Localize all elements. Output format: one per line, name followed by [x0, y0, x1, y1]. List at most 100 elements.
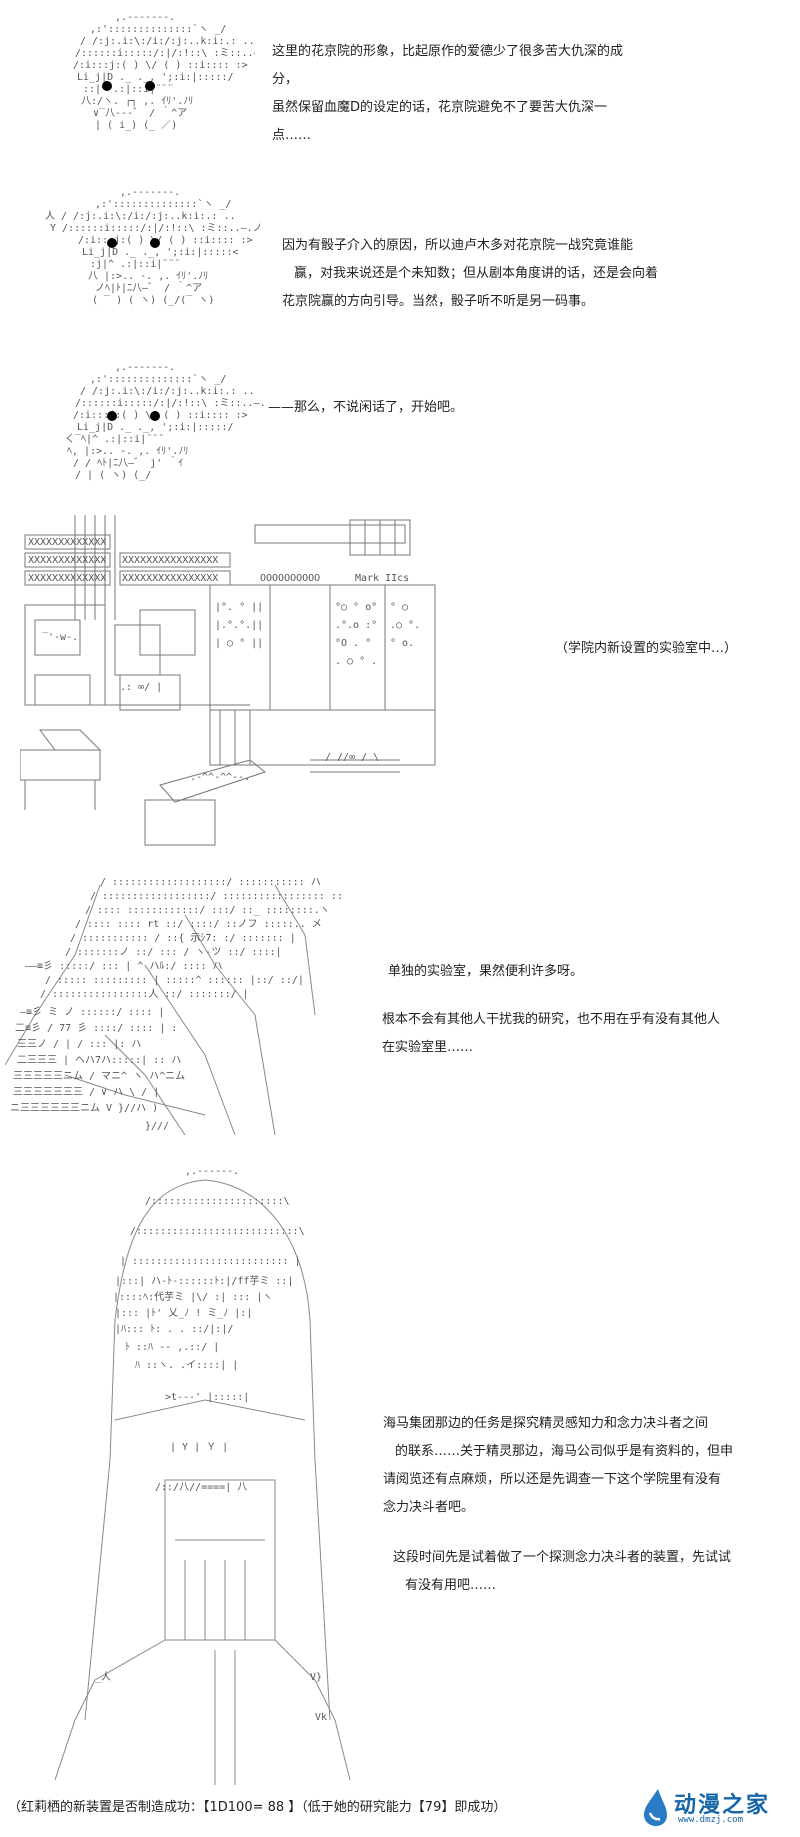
panel-1: ,.-‐‐‐‐‐-. ,:'::::::::::::::`ヽ _/ / /:j:… — [0, 0, 800, 180]
svg-text:/ /:j:.i:\:/i:/:j:..k:i:.: ..: / /:j:.i:\:/i:/:j:..k:i:.: .. — [80, 386, 255, 397]
narration-text: （学院内新设置的实验室中…） — [555, 635, 775, 663]
svg-text:Li_j|D ._ ._, ';:i:|:::::/: Li_j|D ._ ._, ';:i:|:::::/ — [77, 72, 234, 83]
svg-text:/ :::::::ノ ::/ ::: / ヽ‐ツ ::: / :::::::ノ ::/ ::: / ヽ‐ツ ::/ ::::| — [65, 947, 282, 958]
svg-text:XXXXXXXXXXXXXXXX: XXXXXXXXXXXXXXXX — [122, 555, 218, 566]
svg-text:/:i:::j:( ) \/ ( ) ::i:::: /:i:::j:( ) \/ ( ) ::i:::: :> — [73, 410, 248, 421]
svg-text:Y /::::::i:::::/:|/:!::\ :ミ: Y /::::::i:::::/:|/:!::\ :ミ::..―.ノ — [50, 223, 260, 234]
laboratory-ascii-art: XXXXXXXXXXXXX XXXXXXXXXXXXX XXXXXXXXXXXX… — [20, 515, 436, 846]
svg-text:ニ三三三三三三ニム V }//ハ ): ニ三三三三三三ニム V }//ハ ) — [10, 1102, 158, 1114]
water-drop-icon — [644, 1789, 667, 1826]
svg-text:| :::::::::::::::::::::::::: |: | :::::::::::::::::::::::::: | — [120, 1256, 301, 1267]
watermark-url: www.dmzj.com — [678, 1815, 744, 1825]
narration-line: 虽然保留血魔D的设定的话，花京院避免不了要苦大仇深一点…… — [272, 100, 608, 143]
svg-text:/ //∞ / \: / //∞ / \ — [325, 752, 379, 763]
svg-text:/::/八//====| 八: /::/八//====| 八 — [155, 1482, 247, 1493]
svg-text:ﾍ, |:>.. ‐. ,. ｲﾘ'.ﾉﾘ: ﾍ, |:>.. ‐. ,. ｲﾘ'.ﾉﾘ — [67, 446, 188, 457]
svg-text:ﾊ ::ヽ. .イ::::| |: ﾊ ::ヽ. .イ::::| | — [135, 1360, 238, 1371]
character-ascii-art-6: ,.-‐‐‐‐-. /::::::::::::::::::::::\ /::::… — [55, 1166, 351, 1785]
panel-5: / :::::::::::::::::::/ ::::::::::: ハ / :… — [0, 860, 800, 1160]
svg-text:/:i:::j:( ) \/ ( ) ::i:::: /:i:::j:( ) \/ ( ) ::i:::: :> — [73, 60, 248, 71]
panel-6: ,.-‐‐‐‐-. /::::::::::::::::::::::\ /::::… — [0, 1160, 800, 1795]
dice-roll-caption: （红莉栖的新装置是否制造成功：【1D100= 88 】（低于她的研究能力【79】… — [8, 1800, 507, 1815]
svg-text:/ :::: :::: rt ::/ ::::/ ::ノフ: / :::: :::: rt ::/ ::::/ ::ノフ :::::.. メ — [75, 919, 322, 930]
svg-text:,.-‐‐‐‐‐-.: ,.-‐‐‐‐‐-. — [115, 362, 175, 373]
svg-text:.○ °.: .○ °. — [390, 620, 420, 631]
narration-line: 花京院赢的方向引导。当然，骰子听不听是另一码事。 — [282, 294, 595, 309]
panel-4-laboratory: XXXXXXXXXXXXX XXXXXXXXXXXXX XXXXXXXXXXXX… — [0, 505, 800, 860]
svg-text:/ /:j:.i:\:/i:/:j:..k:i:.: ..: / /:j:.i:\:/i:/:j:..k:i:.: .. — [80, 36, 255, 47]
svg-text:――≡彡 :::::/ ::: | ^ ハﾙ:/: ――≡彡 :::::/ ::: | ^ ハﾙ:/ :::: ハ — [25, 961, 223, 972]
svg-text:人 / /:j:.i:\:/i:/:j:..k:i:.: 人 / /:j:.i:\:/i:/:j:..k:i:.: .. — [45, 210, 236, 222]
svg-text:三三三三三三三 / ∨ ハ \ / |: 三三三三三三三 / ∨ ハ \ / | — [13, 1087, 159, 1098]
svg-text:二三三三 | ヘハ7ハ:::::| :: ハ: 二三三三 | ヘハ7ハ:::::| :: ハ — [17, 1055, 181, 1066]
svg-text::j|^ .:|::i|¨¨¨: :j|^ .:|::i|¨¨¨ — [90, 259, 180, 270]
svg-text:/ ::::::::::::::::人 ::/ ::: / ::::::::::::::::人 ::/ :::::::/ | — [40, 988, 249, 1000]
svg-text:/ / ﾍﾄ|ﾆ八―゛ j' ｀ｲ: / / ﾍﾄ|ﾆ八―゛ j' ｀ｲ — [73, 455, 183, 469]
svg-text:/:i:::j:( ) \/ ( ) ::i:::: /:i:::j:( ) \/ ( ) ::i:::: :> — [78, 235, 253, 246]
svg-text:( ‾ ) ( ヽ) (_/(‾ ヽ): ( ‾ ) ( ヽ) (_/(‾ ヽ) — [92, 295, 214, 306]
narration-text: ——那么，不说闲话了，开始吧。 — [268, 394, 568, 422]
narration-line: ——那么，不说闲话了，开始吧。 — [268, 400, 464, 415]
svg-text:XXXXXXXXXXXXX: XXXXXXXXXXXXX — [28, 555, 106, 566]
narration-text: 单独的实验室，果然便利许多呀。 根本不会有其他人干扰我的研究，也不用在乎有没有其… — [382, 958, 788, 1062]
narration-line: 单独的实验室，果然便利许多呀。 — [388, 964, 584, 979]
svg-text:―≡彡 ミ ノ ::::::/ ::::: ―≡彡 ミ ノ ::::::/ :::: | — [20, 1007, 164, 1018]
svg-text:,.-‐‐‐‐‐-.: ,.-‐‐‐‐‐-. — [120, 187, 180, 198]
watermark-name: 动漫之家 — [674, 1793, 771, 1818]
svg-text:::|^ .:|::i|¨¨¨: ::|^ .:|::i|¨¨¨ — [83, 84, 173, 95]
narration-line: 因为有骰子介入的原因，所以迪卢木多对花京院一战究竟谁能 — [282, 238, 634, 253]
svg-text:,.-‐‐‐‐-.: ,.-‐‐‐‐-. — [185, 1166, 239, 1177]
svg-text:Li_j|D ._ ._, ';:i:|:::::/: Li_j|D ._ ._, ';:i:|:::::/ — [77, 422, 234, 433]
svg-text:/ ::::::::::::::::::/ ::::::::: / ::::::::::::::::::/ ::::::::::::::::: … — [90, 891, 345, 902]
svg-text:‾'‐w‐.: ‾'‐w‐. — [42, 632, 78, 643]
svg-text:/ :::::::::::::::::::/ :::::::: / :::::::::::::::::::/ ::::::::::: ハ — [100, 877, 321, 888]
svg-text:XXXXXXXXXXXXXXXX: XXXXXXXXXXXXXXXX — [122, 573, 218, 584]
narration-line: 这段时间先是试着做了一个探测念力决斗者的装置，先试试 — [393, 1550, 732, 1565]
svg-text:_人: _人 — [95, 1671, 111, 1683]
svg-text:,.-‐‐‐‐‐-.: ,.-‐‐‐‐‐-. — [115, 12, 175, 23]
narration-line: 请阅览还有点麻烦，所以还是先调查一下这个学院里有没有 — [383, 1472, 722, 1487]
svg-text:}///: }/// — [145, 1121, 169, 1132]
narration-line: 根本不会有其他人干扰我的研究，也不用在乎有没有其他人 — [382, 1012, 721, 1027]
svg-text:/ ::::::::::: / ::{ 示ｼ7: :/ ::: / ::::::::::: / ::{ 示ｼ7: :/ ::::::: | — [70, 933, 296, 944]
svg-text:ノﾍ|ﾄ|ﾆ八―゛ / ｀^ア: ノﾍ|ﾄ|ﾆ八―゛ / ｀^ア — [95, 280, 202, 294]
svg-text:Li_j|D ._ ._, ';:i:|:::::<: Li_j|D ._ ._, ';:i:|:::::< — [82, 247, 239, 258]
svg-text:| ( i_) (_ ／): | ( i_) (_ ／) — [95, 119, 177, 131]
svg-text:.‐^^‐^^‐‐.: .‐^^‐^^‐‐. — [190, 772, 250, 783]
svg-text:° o.: ° o. — [390, 638, 414, 649]
svg-text:∨‾八‐‐‐゛ / ｀^ア: ∨‾八‐‐‐゛ / ｀^ア — [93, 105, 187, 119]
narration-text: 这里的花京院的形象，比起原作的爱德少了很多苦大仇深的成分， 虽然保留血魔D的设定… — [272, 38, 632, 150]
panel-2: ,.-‐‐‐‐‐-. ,:'::::::::::::::`ヽ _/ 人 / /:… — [0, 180, 800, 360]
svg-text:XXXXXXXXXXXXX: XXXXXXXXXXXXX — [28, 573, 106, 584]
svg-text:° ○: ° ○ — [390, 602, 408, 613]
svg-text:.: ∞/ |: .: ∞/ | — [120, 682, 162, 693]
o-row-label: OOOOOOOOOO — [260, 573, 320, 584]
character-ascii-art-3: ,.-‐‐‐‐‐-. ,:'::::::::::::::`ヽ _/ / /:j:… — [65, 362, 265, 481]
narration-line: 有没有用吧…… — [405, 1578, 497, 1593]
svg-text:|.°.°.||: |.°.°.|| — [215, 620, 263, 631]
svg-text:|:::| ハ‐ﾄ‐::::::ﾄ:|/ff芋ミ ::|: |:::| ハ‐ﾄ‐::::::ﾄ:|/ff芋ミ ::| — [115, 1275, 293, 1287]
narration-text: 海马集团那边的任务是探究精灵感知力和念力决斗者之间 的联系……关于精灵那边，海马… — [383, 1410, 783, 1600]
svg-text:°○ ° o°: °○ ° o° — [335, 602, 377, 613]
panel-3: ,.-‐‐‐‐‐-. ,:'::::::::::::::`ヽ _/ / /:j:… — [0, 360, 800, 505]
svg-text:二≡彡 / 77 彡 ::::/ :::: | :: 二≡彡 / 77 彡 ::::/ :::: | : — [15, 1023, 177, 1034]
svg-text:. ○ ° .: . ○ ° . — [335, 656, 377, 667]
svg-text:三三三三三ニム / マニ^ ヽ ハ^ニム: 三三三三三ニム / マニ^ ヽ ハ^ニム — [13, 1070, 185, 1082]
svg-text:八 |:>.. ‐. ,. ｲﾘ'.ﾉﾘ: 八 |:>.. ‐. ,. ｲﾘ'.ﾉﾘ — [88, 271, 208, 282]
svg-text:/ | ( ヽ) (_/: / | ( ヽ) (_/ — [75, 470, 151, 481]
svg-text:| ○ ° ||: | ○ ° || — [215, 638, 263, 649]
svg-text:|°. ° ||: |°. ° || — [215, 602, 263, 613]
character-ascii-art-5: / :::::::::::::::::::/ ::::::::::: ハ / :… — [5, 877, 345, 1136]
svg-text:ﾄ ::ﾊ ‐‐ ,.::/ |: ﾄ ::ﾊ ‐‐ ,.::/ | — [125, 1342, 219, 1353]
narration-line: 念力决斗者吧。 — [383, 1500, 475, 1515]
narration-line: 的联系……关于精灵那边，海马公司似乎是有资料的，但申 — [395, 1444, 734, 1459]
svg-text:,:'::::::::::::::`ヽ _/: ,:'::::::::::::::`ヽ _/ — [90, 373, 226, 385]
site-watermark: 动漫之家 www.dmzj.com — [640, 1785, 790, 1831]
svg-text:|ﾊ::: ﾄ: . . ::/|:|/: |ﾊ::: ﾄ: . . ::/|:|/ — [115, 1324, 233, 1335]
svg-text:/ ::::: ::::::::: | :::::^ :::: / ::::: ::::::::: | :::::^ :::::: |::/ :… — [45, 975, 304, 986]
svg-text:/::::::i:::::/:|/:!::\ :ミ::..―: /::::::i:::::/:|/:!::\ :ミ::..―.ノ — [75, 48, 255, 59]
svg-text:/:::::::::::::::::::::::::::\: /:::::::::::::::::::::::::::\ — [130, 1226, 305, 1237]
svg-text:三三ノ / | / ::: |: ハ: 三三ノ / | / ::: |: ハ — [17, 1039, 141, 1050]
narration-text: 因为有骰子介入的原因，所以迪卢木多对花京院一战究竟谁能 赢，对我来说还是个未知数… — [282, 232, 662, 316]
svg-text:/::::::i:::::/:|/:!::\ :ミ::..―: /::::::i:::::/:|/:!::\ :ミ::..―.ノ — [75, 398, 265, 409]
